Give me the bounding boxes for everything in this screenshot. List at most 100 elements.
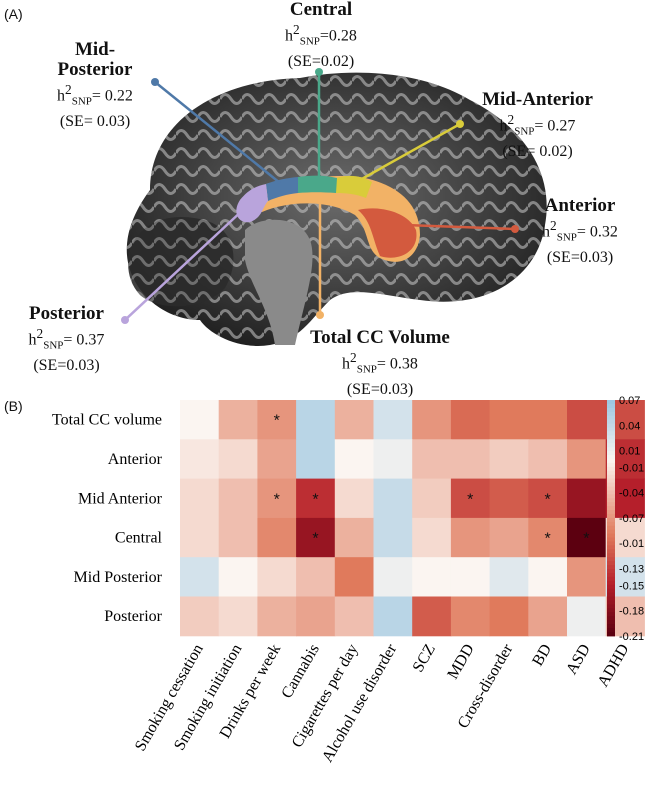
- colorbar-swatch: [607, 592, 615, 598]
- colorbar-swatch: [607, 400, 615, 405]
- colorbar-swatch: [607, 494, 615, 499]
- heatmap-cell: [334, 400, 374, 440]
- heatmap-cell: [489, 557, 529, 597]
- heatmap-cell: [334, 478, 374, 519]
- column-label: Alcohol use disorder: [319, 641, 401, 766]
- cc-mid-anterior-segment: [336, 175, 372, 198]
- heatmap-cell: [296, 596, 336, 637]
- heatmap-cell: [218, 596, 258, 637]
- colorbar-swatch: [607, 474, 615, 480]
- heatmap-cell: [180, 439, 220, 480]
- colorbar-swatch: [607, 462, 615, 468]
- total-cc-se: (SE=0.03): [346, 380, 414, 398]
- significance-star: *: [312, 531, 318, 548]
- significance-star: *: [274, 413, 280, 430]
- colorbar: 0.070.040.01-0.01-0.04-0.07-0.01-0.13-0.…: [607, 395, 644, 643]
- colorbar-swatch: [607, 517, 615, 523]
- colorbar-tick-label: -0.13: [619, 563, 644, 575]
- significance-star: *: [312, 491, 318, 508]
- heatmap-cell: [373, 517, 413, 558]
- cc-posterior-segment: [236, 184, 268, 223]
- heatmap-cell: [257, 517, 297, 558]
- mid-posterior-name-line2: Posterior: [57, 59, 133, 80]
- colorbar-tick-label: -0.07: [619, 513, 644, 525]
- heatmap-cell: [412, 596, 452, 637]
- row-label: Mid Anterior: [78, 490, 163, 507]
- heatmap-cell: [257, 439, 297, 480]
- colorbar-swatch: [607, 525, 615, 531]
- heatmap-cell: [334, 596, 374, 637]
- anterior-h2: h2SNP= 0.32: [542, 218, 618, 244]
- heatmap-cell: [567, 400, 607, 440]
- heatmap-cell: [489, 596, 529, 637]
- heatmap-cell: [528, 517, 568, 558]
- row-label: Posterior: [104, 608, 162, 625]
- row-label: Central: [115, 530, 163, 547]
- colorbar-swatch: [607, 447, 615, 452]
- heatmap-cell: [412, 557, 452, 597]
- posterior-label: Posterior h2SNP= 0.37 (SE=0.03): [4, 304, 129, 376]
- heatmap-cell: [567, 557, 607, 597]
- column-label: Smoking cessation: [132, 641, 207, 754]
- heatmap-cell: [218, 517, 258, 558]
- colorbar-swatch: [607, 502, 615, 507]
- heatmap-cell: [218, 478, 258, 519]
- colorbar-swatch: [607, 604, 615, 609]
- heatmap-cell: [567, 439, 607, 480]
- heatmap-cell: [296, 517, 336, 558]
- colorbar-tick-label: -0.15: [619, 580, 644, 592]
- colorbar-swatch: [607, 455, 615, 460]
- heatmap-cell: [218, 400, 258, 440]
- colorbar-swatch: [607, 565, 615, 570]
- colorbar-tick-label: -0.21: [619, 631, 644, 643]
- colorbar-swatch: [607, 533, 615, 539]
- heatmap-cell: [180, 596, 220, 637]
- mid-anterior-name: Mid-Anterior: [482, 89, 593, 110]
- colorbar-swatch: [607, 431, 615, 436]
- heatmap-cell: [412, 517, 452, 558]
- posterior-se: (SE=0.03): [33, 356, 100, 374]
- colorbar-swatch: [607, 490, 615, 495]
- heatmap-cell: [257, 557, 297, 597]
- colorbar-swatch: [607, 407, 615, 413]
- colorbar-swatch: [607, 466, 615, 472]
- significance-star: *: [545, 491, 551, 508]
- colorbar-tick-label: -0.18: [619, 606, 644, 618]
- colorbar-tick-label: -0.04: [619, 488, 644, 500]
- brain-silhouette: [126, 72, 547, 346]
- mid-posterior-label: Mid- Posterior h2SNP= 0.22 (SE= 0.03): [30, 40, 160, 132]
- heatmap-cell: [180, 557, 220, 597]
- colorbar-swatch: [607, 486, 615, 491]
- significance-star: *: [583, 531, 589, 548]
- heatmap-cell: [450, 557, 491, 597]
- heatmap-cell: [528, 478, 568, 519]
- column-label: BD: [529, 641, 555, 669]
- mid-posterior-name-line1: Mid-: [74, 39, 116, 60]
- total-cc-h2: h2SNP= 0.38: [342, 350, 418, 376]
- colorbar-swatch: [607, 451, 615, 456]
- colorbar-swatch: [607, 624, 615, 629]
- colorbar-swatch: [607, 537, 615, 543]
- heatmap-cell: [489, 478, 529, 519]
- heatmap-cell: [489, 517, 529, 558]
- colorbar-swatch: [607, 510, 615, 515]
- colorbar-swatch: [607, 627, 615, 633]
- colorbar-swatch: [607, 513, 615, 519]
- heatmap-cell: [373, 400, 413, 440]
- central-h2: h2SNP=0.28: [285, 22, 357, 48]
- heatmap-cell: [373, 478, 413, 519]
- brain-figure-panel: (A): [0, 0, 653, 398]
- heatmap-cell: [528, 439, 568, 480]
- colorbar-swatch: [607, 580, 615, 586]
- heatmap-cell: [412, 400, 452, 440]
- heatmap-cell: [373, 439, 413, 480]
- colorbar-swatch: [607, 506, 615, 511]
- colorbar-swatch: [607, 620, 615, 625]
- heatmap-cell: [412, 478, 452, 519]
- colorbar-tick-label: -0.01: [619, 538, 644, 550]
- leader-lines: [121, 68, 519, 324]
- colorbar-swatch: [607, 529, 615, 535]
- colorbar-swatch: [607, 576, 615, 582]
